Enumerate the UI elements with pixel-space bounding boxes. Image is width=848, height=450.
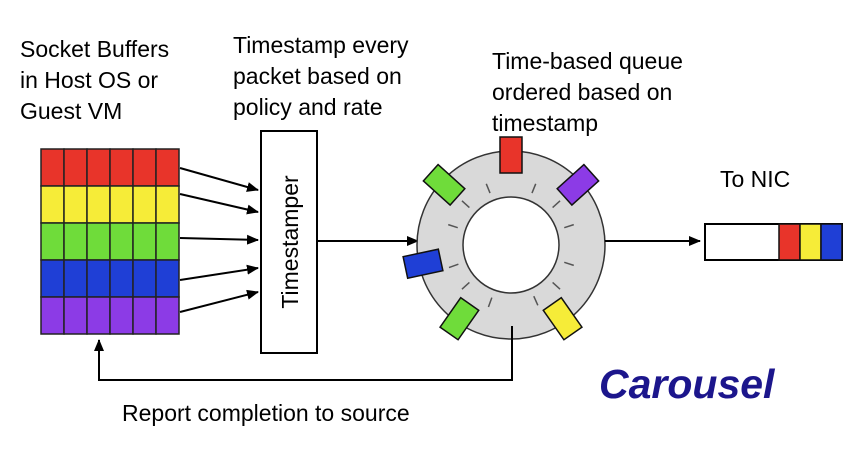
buffer-to-timestamper-arrows (179, 167, 259, 313)
buffer-cell-yellow (132, 185, 157, 224)
buffer-cell-red (86, 148, 111, 187)
buffer-cell-blue (86, 259, 111, 298)
nic-queue (704, 223, 843, 261)
ring-tick (564, 261, 575, 267)
buffer-cell-purple (155, 296, 180, 335)
carousel-brand-label: Carousel (599, 361, 775, 407)
buffer-cell-red (132, 148, 157, 187)
time-based-queue-label: Time-based queue ordered based on timest… (492, 48, 683, 136)
ring-packet-purple (556, 163, 600, 207)
nic-queue-packets (778, 223, 843, 261)
buffer-cell-green (155, 222, 180, 261)
buffer-cell-blue (155, 259, 180, 298)
nic-packet-blue (820, 223, 843, 261)
buffer-cell-purple (132, 296, 157, 335)
ring-tick (531, 183, 537, 194)
arrow-1 (179, 167, 259, 192)
ring-packet-blue (402, 248, 444, 280)
buffer-cell-green (40, 222, 65, 261)
to-nic-label: To NIC (720, 166, 791, 192)
ring-tick (552, 200, 561, 209)
timestamp-policy-label: Timestamp every packet based on policy a… (233, 32, 409, 120)
buffer-cell-yellow (86, 185, 111, 224)
nic-packet-yellow (799, 223, 822, 261)
report-completion-label: Report completion to source (122, 400, 410, 426)
arrow-3 (179, 234, 259, 245)
arrow-2 (179, 193, 259, 215)
ring-inner-edge (462, 196, 560, 294)
ring-slot-ticks (447, 183, 575, 308)
buffer-cell-yellow (155, 185, 180, 224)
buffer-cell-yellow (63, 185, 88, 224)
buffer-cell-purple (86, 296, 111, 335)
ring-tick (448, 263, 459, 269)
buffer-cell-purple (63, 296, 88, 335)
buffer-cell-green (63, 222, 88, 261)
ring-tick (564, 223, 575, 229)
ring-packets (402, 136, 600, 341)
ring-packet-green (422, 163, 466, 207)
buffer-cell-green (109, 222, 134, 261)
buffer-cell-purple (109, 296, 134, 335)
ring-tick (447, 223, 458, 229)
buffer-cell-red (63, 148, 88, 187)
ring-packet-yellow (542, 296, 583, 341)
buffer-cell-blue (132, 259, 157, 298)
buffer-cell-green (86, 222, 111, 261)
ring-packet-green (439, 296, 480, 341)
ring-tick (552, 281, 561, 290)
buffer-cell-green (132, 222, 157, 261)
ring-tick (485, 183, 491, 194)
nic-packet-red (778, 223, 801, 261)
timestamper-box (260, 130, 318, 354)
buffer-cell-red (155, 148, 180, 187)
ring-tick (533, 295, 539, 306)
buffer-cell-blue (109, 259, 134, 298)
buffer-cell-yellow (109, 185, 134, 224)
time-based-queue-ring (402, 136, 606, 341)
buffer-cell-yellow (40, 185, 65, 224)
ring-body (417, 151, 605, 339)
ring-tick (487, 297, 493, 308)
buffer-cell-blue (40, 259, 65, 298)
timestamper-label: Timestamper (277, 175, 303, 309)
buffer-cell-blue (63, 259, 88, 298)
arrow-4 (179, 264, 259, 281)
buffer-cell-red (109, 148, 134, 187)
report-completion-arrow (94, 326, 513, 381)
socket-buffers-label: Socket Buffers in Host OS or Guest VM (20, 36, 170, 124)
arrow-5 (179, 289, 259, 313)
ring-tick (461, 281, 470, 290)
ring-packet-red (499, 136, 523, 174)
buffer-cell-purple (40, 296, 65, 335)
socket-buffers-grid (40, 148, 180, 335)
ring-tick (461, 200, 470, 209)
buffer-cell-red (40, 148, 65, 187)
